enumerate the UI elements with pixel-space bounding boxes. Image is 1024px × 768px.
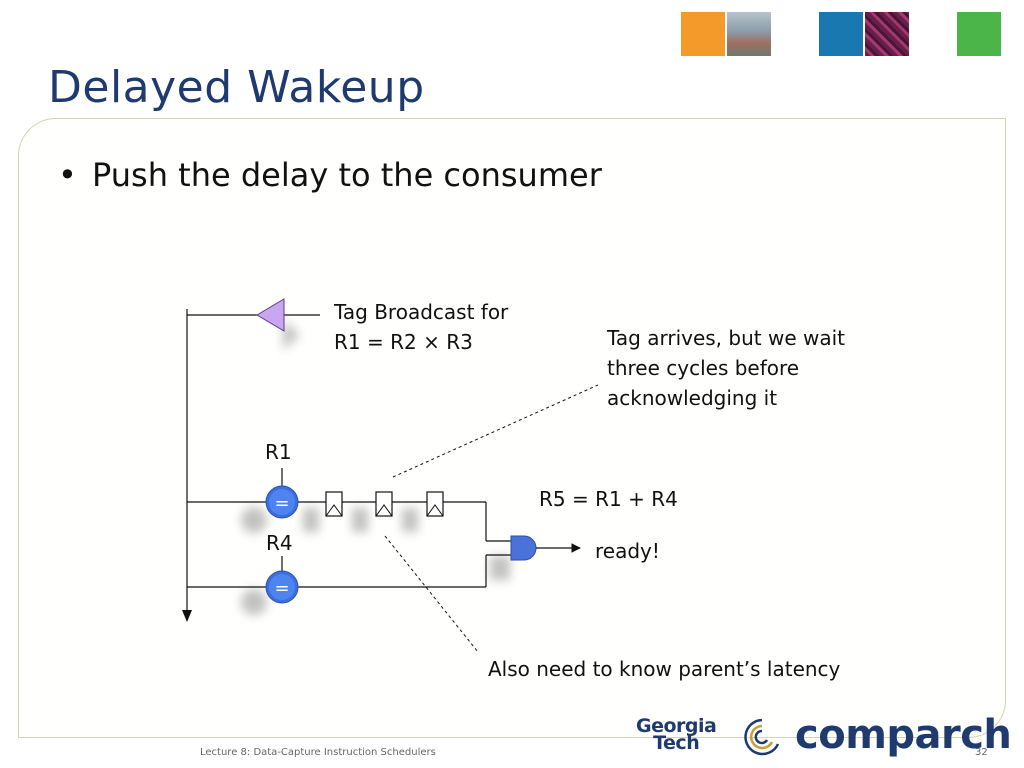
georgia-tech-logo-line1: Georgia	[636, 715, 717, 737]
comparch-swirl-icon	[744, 718, 780, 756]
georgia-tech-logo: Georgia Tech	[636, 715, 717, 754]
delay-latch-2	[375, 491, 393, 517]
bullet-marker: •	[58, 156, 77, 194]
circuit-photo-thumbnail	[865, 12, 909, 56]
wait-annotation-line1: Tag arrives, but we wait	[607, 326, 845, 350]
building-photo-thumbnail	[727, 12, 771, 56]
georgia-tech-logo-line2: Tech	[653, 732, 700, 754]
r1-comparator-icon: =	[265, 485, 299, 519]
wait-annotation-line2: three cycles before	[607, 356, 800, 380]
comparch-logo: comparch	[795, 712, 1012, 758]
wait-annotation: Tag arrives, but we wait three cycles be…	[607, 323, 845, 413]
bus-arrow-icon	[182, 610, 192, 622]
operand-r1-label: R1	[265, 440, 292, 464]
broadcast-label-line2: R1 = R2 × R3	[334, 330, 473, 354]
orange-thumbnail	[681, 12, 725, 56]
broadcast-driver-icon	[256, 298, 285, 332]
bullet-item: • Push the delay to the consumer	[58, 156, 602, 194]
wait-annotation-line3: acknowledging it	[607, 386, 778, 410]
operand-r4-label: R4	[266, 531, 293, 555]
content-frame	[18, 118, 1006, 738]
latency-annotation-pointer	[384, 535, 479, 653]
delay-latch-1	[325, 491, 343, 517]
and-gate-icon	[510, 535, 537, 561]
r4-comparator-icon: =	[265, 570, 299, 604]
slide-title: Delayed Wakeup	[48, 62, 425, 113]
bullet-text: Push the delay to the consumer	[92, 156, 602, 194]
comparator-symbol: =	[274, 493, 289, 514]
latency-annotation: Also need to know parent’s latency	[488, 657, 841, 681]
broadcast-label-line1: Tag Broadcast for	[334, 300, 509, 324]
footer-lecture-title: Lecture 8: Data-Capture Instruction Sche…	[200, 747, 436, 758]
green-thumbnail	[957, 12, 1001, 56]
wait-annotation-pointer	[392, 384, 599, 478]
instruction-label: R5 = R1 + R4	[539, 487, 678, 511]
blue-thumbnail	[819, 12, 863, 56]
delay-latch-3	[426, 491, 444, 517]
ready-label: ready!	[595, 539, 660, 563]
comparator-symbol: =	[274, 578, 289, 599]
broadcast-label: Tag Broadcast for R1 = R2 × R3	[334, 297, 508, 357]
shadows	[241, 320, 510, 615]
page-number: 32	[975, 747, 988, 758]
